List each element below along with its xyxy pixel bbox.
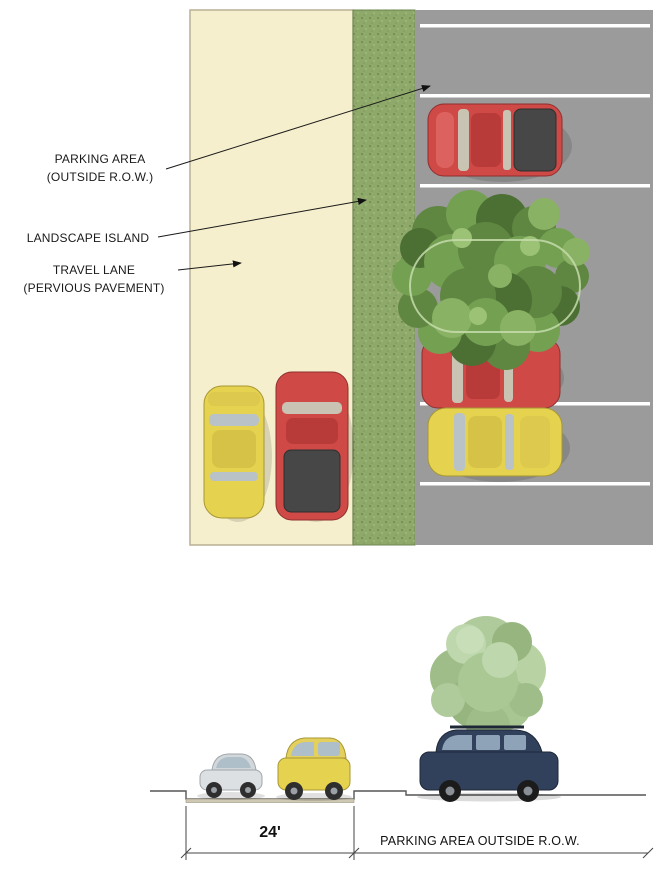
dim-tick <box>180 847 192 859</box>
road-base <box>185 798 355 803</box>
stall-stripe <box>420 184 650 188</box>
dim-tick <box>348 847 360 859</box>
plan-view <box>157 9 653 546</box>
pickup-red-travel <box>275 371 354 522</box>
callout-travel-lane-line1: TRAVEL LANE <box>52 263 136 277</box>
stall-stripe <box>420 482 650 486</box>
car-yellow-parked <box>427 407 570 482</box>
section-view <box>150 616 654 860</box>
callout-leaders <box>157 84 431 271</box>
section-suv <box>417 725 561 802</box>
planting-bed-outline <box>409 239 581 333</box>
callout-landscape-island: LANDSCAPE ISLAND <box>20 229 156 247</box>
stall-stripe <box>420 24 650 28</box>
callout-travel-lane: TRAVEL LANE (PERVIOUS PAVEMENT) <box>14 261 174 297</box>
callout-parking-area-line2: (OUTSIDE R.O.W.) <box>46 170 154 184</box>
stall-stripe <box>420 94 650 98</box>
pickup-red-parked <box>427 103 572 182</box>
leader-travel-lane <box>177 260 242 271</box>
section-van-yellow <box>276 737 352 801</box>
section-ground-line <box>150 790 646 800</box>
leader-landscape-island <box>157 197 367 238</box>
callout-landscape-island-line1: LANDSCAPE ISLAND <box>26 231 150 245</box>
callout-parking-area: PARKING AREA (OUTSIDE R.O.W.) <box>36 150 164 186</box>
dim-tick <box>642 847 654 859</box>
callout-parking-area-line1: PARKING AREA <box>54 152 146 166</box>
callout-travel-lane-line2: (PERVIOUS PAVEMENT) <box>23 281 165 295</box>
section-car-silver <box>197 753 265 800</box>
parking-row-label: PARKING AREA OUTSIDE R.O.W. <box>380 834 580 848</box>
car-yellow-travel <box>203 385 272 522</box>
leader-parking-area <box>165 84 431 170</box>
planting-bed-trees <box>392 190 590 370</box>
dimension-label: 24' <box>259 824 281 841</box>
section-tree <box>430 616 546 791</box>
dimension-lines <box>180 806 654 860</box>
